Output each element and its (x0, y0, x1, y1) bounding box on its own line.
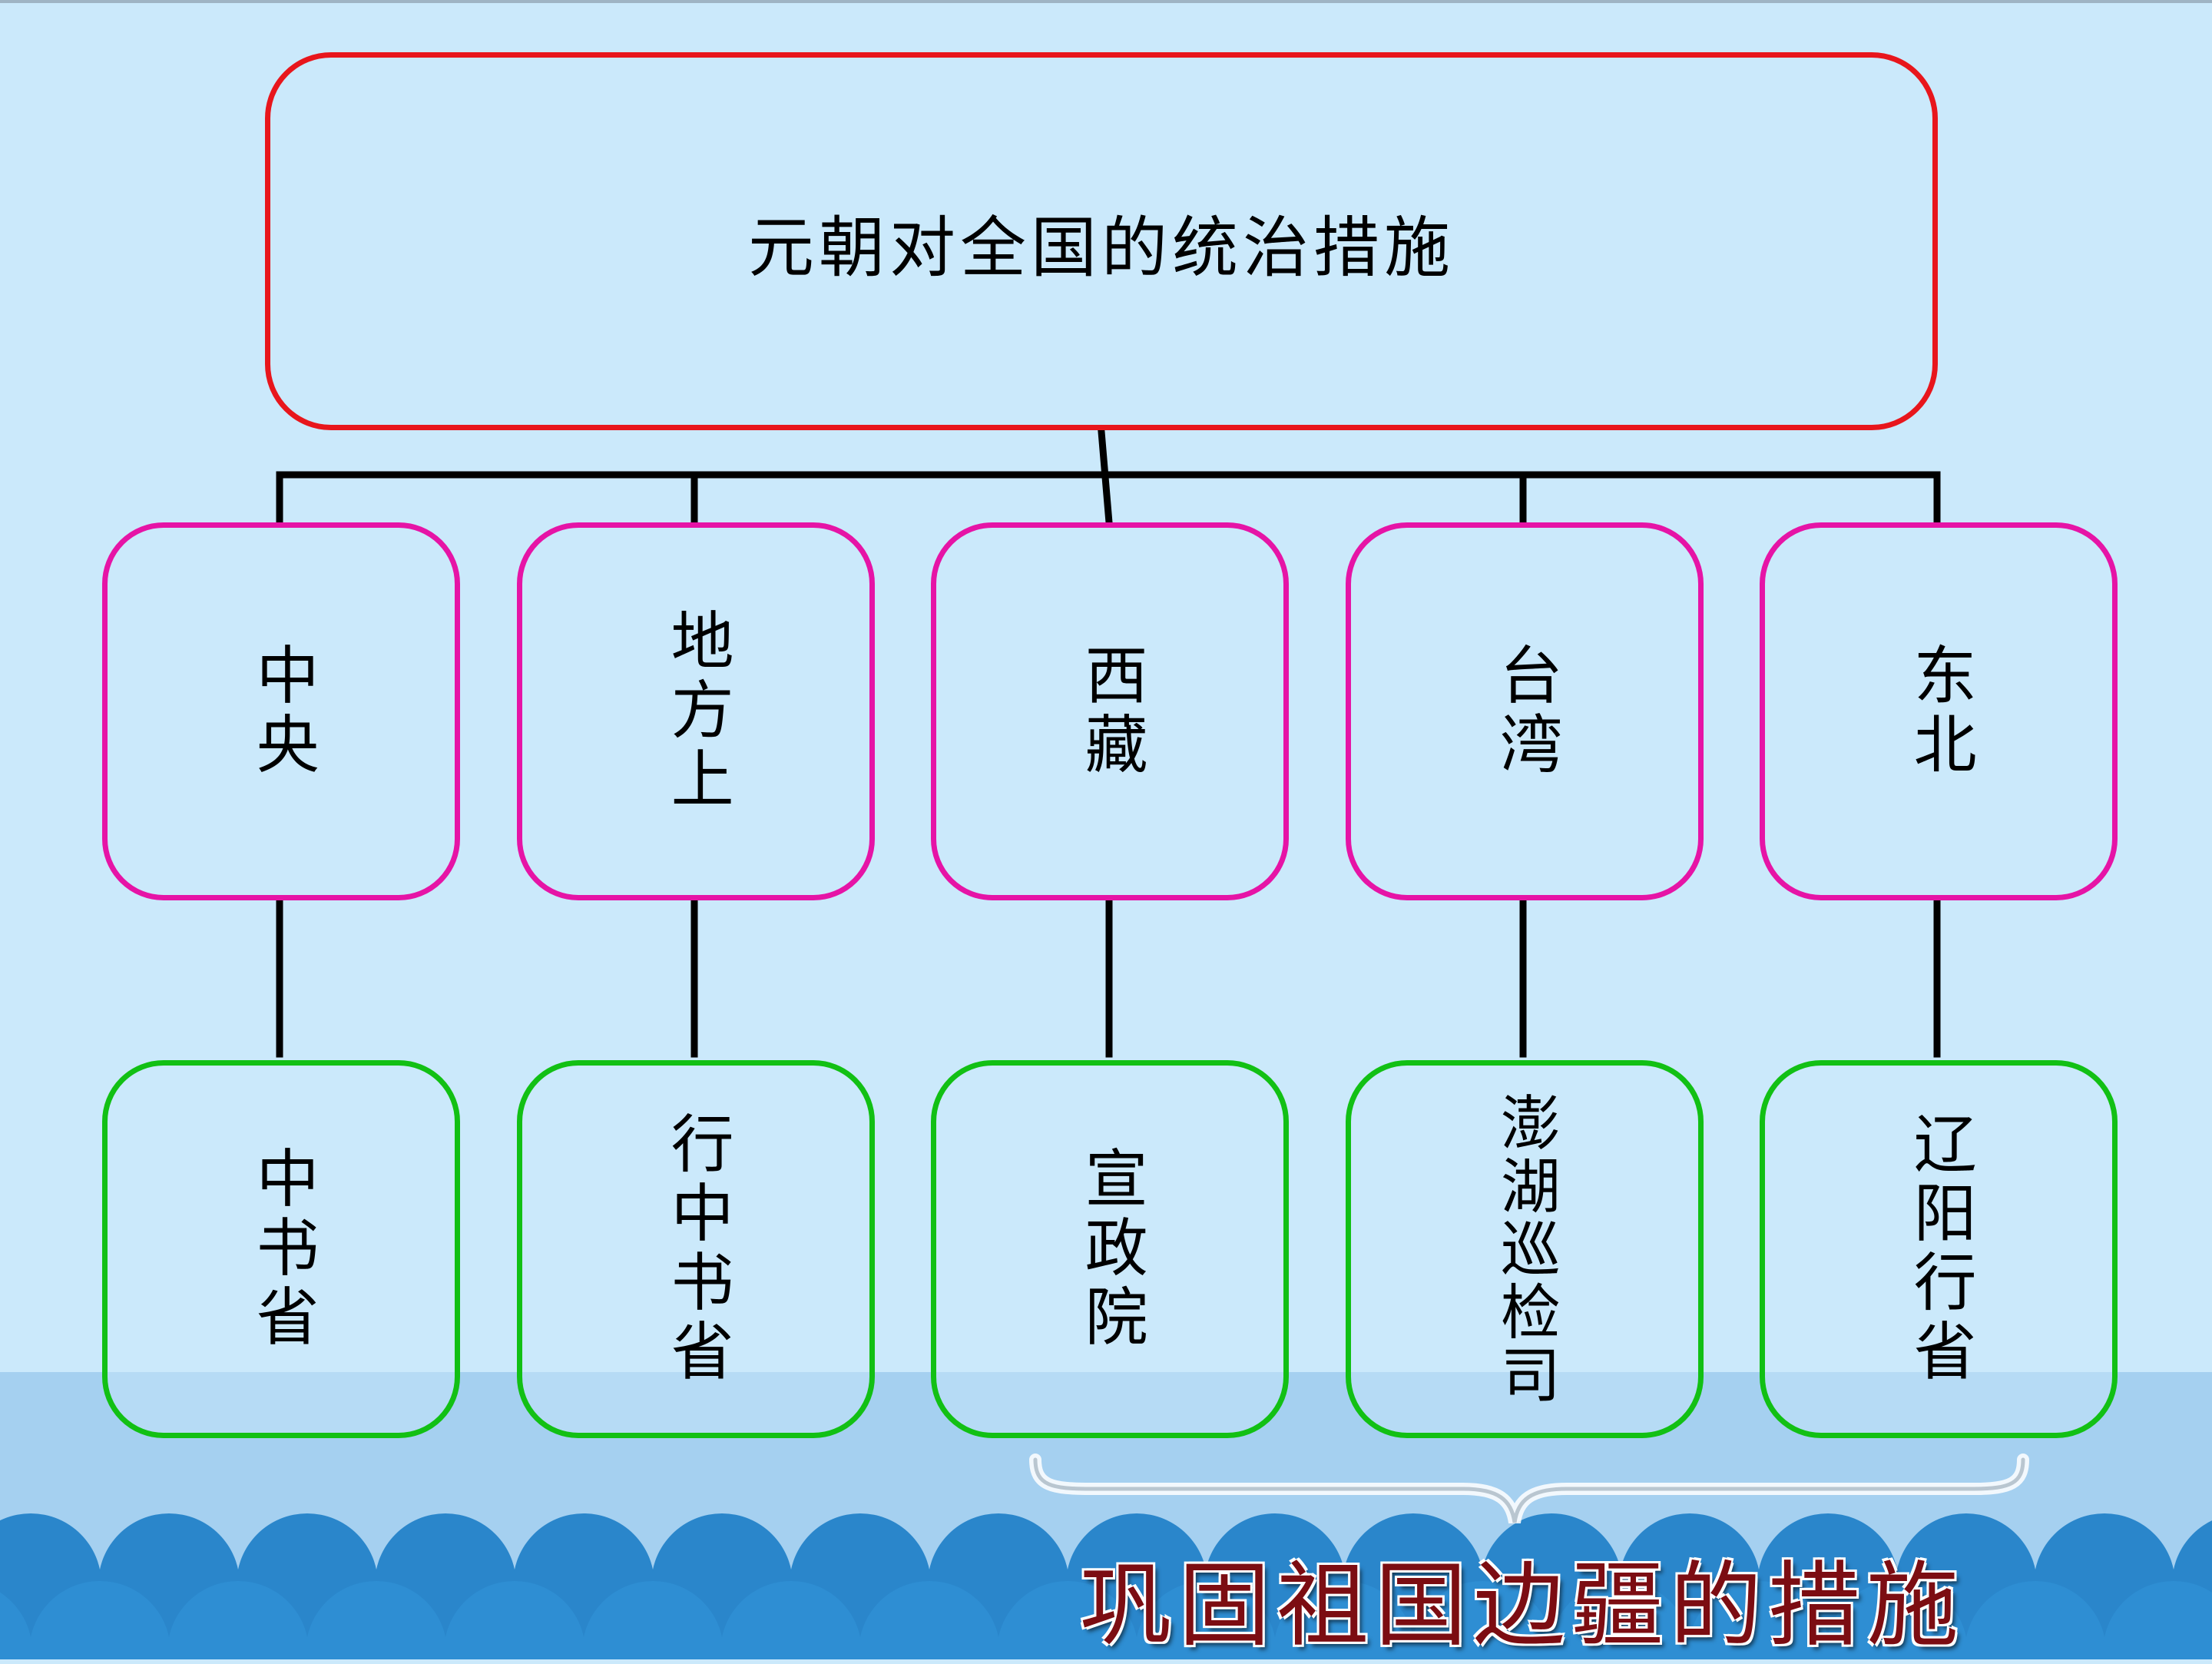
wave-scallop (0, 1592, 32, 1659)
wave-scallop (29, 1581, 171, 1659)
wave-scallop (1135, 1581, 1277, 1659)
region-node-local: 地方上 (517, 522, 875, 900)
wave-scallop (582, 1581, 724, 1659)
measure-node-local: 行中书省 (517, 1060, 875, 1438)
slide-top-border (0, 0, 2212, 3)
region-label-northeast: 东北 (1902, 642, 1976, 781)
wave-scallop (444, 1581, 585, 1659)
wave-scallop (306, 1581, 447, 1659)
measure-node-tibet: 宣政院 (931, 1060, 1289, 1438)
region-node-tibet: 西藏 (931, 522, 1289, 900)
region-label-taiwan: 台湾 (1488, 642, 1562, 781)
wave-scallop (1273, 1581, 1415, 1659)
root-label: 元朝对全国的统治措施 (748, 209, 1455, 287)
root-node: 元朝对全国的统治措施 (265, 52, 1938, 430)
measure-label-taiwan: 澎湖巡检司 (1490, 1092, 1560, 1407)
wave-scallop (1412, 1581, 1553, 1659)
wave-scallop (997, 1581, 1138, 1659)
region-node-taiwan: 台湾 (1346, 522, 1704, 900)
wave-scallop (1965, 1581, 2106, 1659)
measure-label-northeast: 辽阳行省 (1902, 1111, 1976, 1387)
measure-node-taiwan: 澎湖巡检司 (1346, 1060, 1704, 1438)
wave-scallop (1688, 1581, 1830, 1659)
wave-scallop (720, 1581, 862, 1659)
wave-scallop (2103, 1581, 2212, 1659)
measure-node-central: 中书省 (102, 1060, 460, 1438)
region-node-northeast: 东北 (1760, 522, 2118, 900)
measure-label-local: 行中书省 (660, 1111, 733, 1387)
measure-label-central: 中书省 (245, 1145, 319, 1353)
region-label-local: 地方上 (660, 608, 733, 815)
measure-label-tibet: 宣政院 (1074, 1145, 1147, 1353)
wave-scallop (1826, 1581, 1968, 1659)
region-label-central: 中央 (245, 642, 319, 781)
region-label-tibet: 西藏 (1074, 642, 1147, 781)
caption-text: 巩固祖国边疆的措施 (1080, 1553, 1965, 1659)
region-node-central: 中央 (102, 522, 460, 900)
measure-node-northeast: 辽阳行省 (1760, 1060, 2118, 1438)
wave-scallop (167, 1581, 309, 1659)
wave-scallop (1550, 1581, 1691, 1659)
wave-scallop (859, 1581, 1000, 1659)
